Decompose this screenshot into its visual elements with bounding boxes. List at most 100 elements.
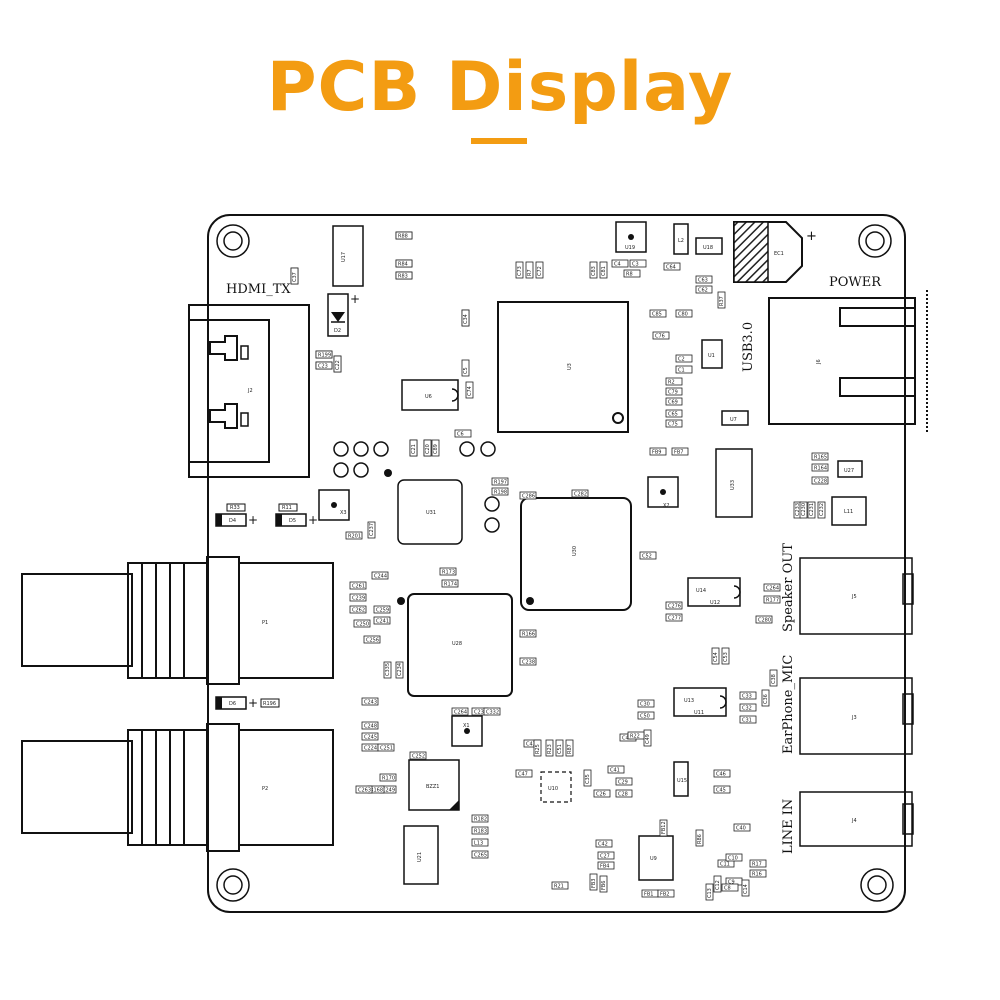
svg-text:C232: C232 xyxy=(819,503,825,516)
svg-text:C13: C13 xyxy=(707,888,713,898)
svg-text:FB7: FB7 xyxy=(674,450,684,456)
svg-text:C228: C228 xyxy=(814,479,827,485)
svg-text:U28: U28 xyxy=(452,641,462,647)
svg-text:C73: C73 xyxy=(517,266,523,276)
svg-text:R199: R199 xyxy=(318,353,331,359)
svg-text:C3: C3 xyxy=(632,262,639,268)
svg-text:C277: C277 xyxy=(668,616,681,622)
svg-text:C75: C75 xyxy=(668,422,678,428)
component-c30: C30 xyxy=(637,699,655,708)
svg-text:C241: C241 xyxy=(376,619,389,625)
usb-label: USB3.0 xyxy=(741,322,756,372)
component-c47: C47 xyxy=(515,769,533,778)
svg-text:R8: R8 xyxy=(626,272,633,278)
component-c265: C265 xyxy=(471,850,489,859)
component-c4: C4 xyxy=(611,259,629,268)
component-c251: C251 xyxy=(377,743,395,752)
component-c280: C280 xyxy=(755,615,773,624)
component-r86: R86 xyxy=(695,829,704,847)
svg-text:U18: U18 xyxy=(703,245,713,251)
svg-text:C259: C259 xyxy=(376,608,389,614)
svg-text:R201: R201 xyxy=(348,534,361,540)
component-c252: C252 xyxy=(409,751,427,760)
svg-text:U3: U3 xyxy=(567,363,573,370)
component-c250: C250 xyxy=(353,619,371,628)
component-c51: C51 xyxy=(555,739,564,757)
svg-text:U17: U17 xyxy=(341,252,347,262)
component-r25: R25 xyxy=(533,739,542,757)
component-c35: C35 xyxy=(583,769,592,787)
svg-text:FB3: FB3 xyxy=(591,879,597,889)
svg-text:R11: R11 xyxy=(282,505,292,511)
inductor-l2: L2 xyxy=(673,223,689,255)
svg-text:C243: C243 xyxy=(364,700,377,706)
ic-u19: U19 xyxy=(615,221,647,253)
svg-text:C64: C64 xyxy=(666,265,676,271)
component-c69: C69 xyxy=(665,397,683,406)
svg-text:C248: C248 xyxy=(364,724,377,730)
svg-text:R183: R183 xyxy=(474,829,487,835)
svg-text:C40: C40 xyxy=(736,826,746,832)
component-r183: R183 xyxy=(471,826,489,835)
component-c5: C5 xyxy=(461,359,470,377)
svg-text:U31: U31 xyxy=(426,510,436,516)
svg-text:U14: U14 xyxy=(696,588,706,594)
hdmi-connector: J2 xyxy=(188,304,310,478)
component-c76: C76 xyxy=(652,331,670,340)
svg-text:C239: C239 xyxy=(352,596,365,602)
component-c264: C264 xyxy=(451,707,469,716)
svg-text:FB4: FB4 xyxy=(600,864,610,870)
component-c241: C241 xyxy=(373,616,391,625)
svg-text:C332: C332 xyxy=(486,710,499,716)
svg-text:+: + xyxy=(308,513,318,527)
component-fb2: FB2 xyxy=(657,889,675,898)
svg-text:C9: C9 xyxy=(728,880,735,886)
component-c49: C49 xyxy=(643,729,652,747)
led-d6: D6 + R196 xyxy=(215,696,280,710)
svg-text:D5: D5 xyxy=(289,518,296,524)
component-r166: R166 xyxy=(519,629,537,638)
component-c14: C14 xyxy=(741,879,750,897)
component-c286: C286 xyxy=(519,491,537,500)
svg-text:C237: C237 xyxy=(369,523,375,536)
ic-u28: U28 xyxy=(397,593,513,697)
component-r177: R177 xyxy=(763,595,781,604)
svg-text:R37: R37 xyxy=(719,296,725,306)
svg-text:C65: C65 xyxy=(668,412,678,418)
svg-text:L11: L11 xyxy=(844,509,853,515)
component-c62: C62 xyxy=(695,285,713,294)
component-c29: C29 xyxy=(615,777,633,786)
component-c75: C75 xyxy=(665,419,683,428)
component-c13: C13 xyxy=(705,883,714,901)
svg-text:FB1: FB1 xyxy=(644,892,654,898)
svg-text:U13: U13 xyxy=(684,698,694,704)
svg-text:R22: R22 xyxy=(630,734,640,740)
component-c33: C33 xyxy=(739,691,757,700)
svg-text:C45: C45 xyxy=(716,788,726,794)
ic-u17: U17 xyxy=(332,225,364,287)
component-r16: R16 xyxy=(749,869,767,878)
component-r173: R173 xyxy=(439,567,457,576)
svg-text:U9: U9 xyxy=(650,856,657,862)
svg-text:FB6: FB6 xyxy=(601,881,607,891)
component-r22: R22 xyxy=(627,731,645,740)
bnc-connector-p2: P2 xyxy=(21,723,334,852)
component-r170: R170 xyxy=(379,773,397,782)
svg-text:C47: C47 xyxy=(518,772,528,778)
component-fb6: FB6 xyxy=(599,875,608,893)
svg-text:C69: C69 xyxy=(668,400,678,406)
svg-text:U7: U7 xyxy=(730,417,737,423)
component-c245: C245 xyxy=(361,732,379,741)
svg-text:X1: X1 xyxy=(463,723,470,729)
component-fb12: FB12 xyxy=(659,819,668,837)
svg-text:R86: R86 xyxy=(697,834,703,844)
svg-text:U11: U11 xyxy=(694,710,704,716)
svg-text:R174: R174 xyxy=(444,582,457,588)
component-r174: R174 xyxy=(441,579,459,588)
component-c64: C64 xyxy=(663,262,681,271)
svg-text:C76: C76 xyxy=(655,334,665,340)
svg-text:U6: U6 xyxy=(425,394,432,400)
svg-text:C21: C21 xyxy=(411,444,417,454)
svg-text:C81: C81 xyxy=(601,266,607,276)
svg-text:C233: C233 xyxy=(795,503,801,516)
